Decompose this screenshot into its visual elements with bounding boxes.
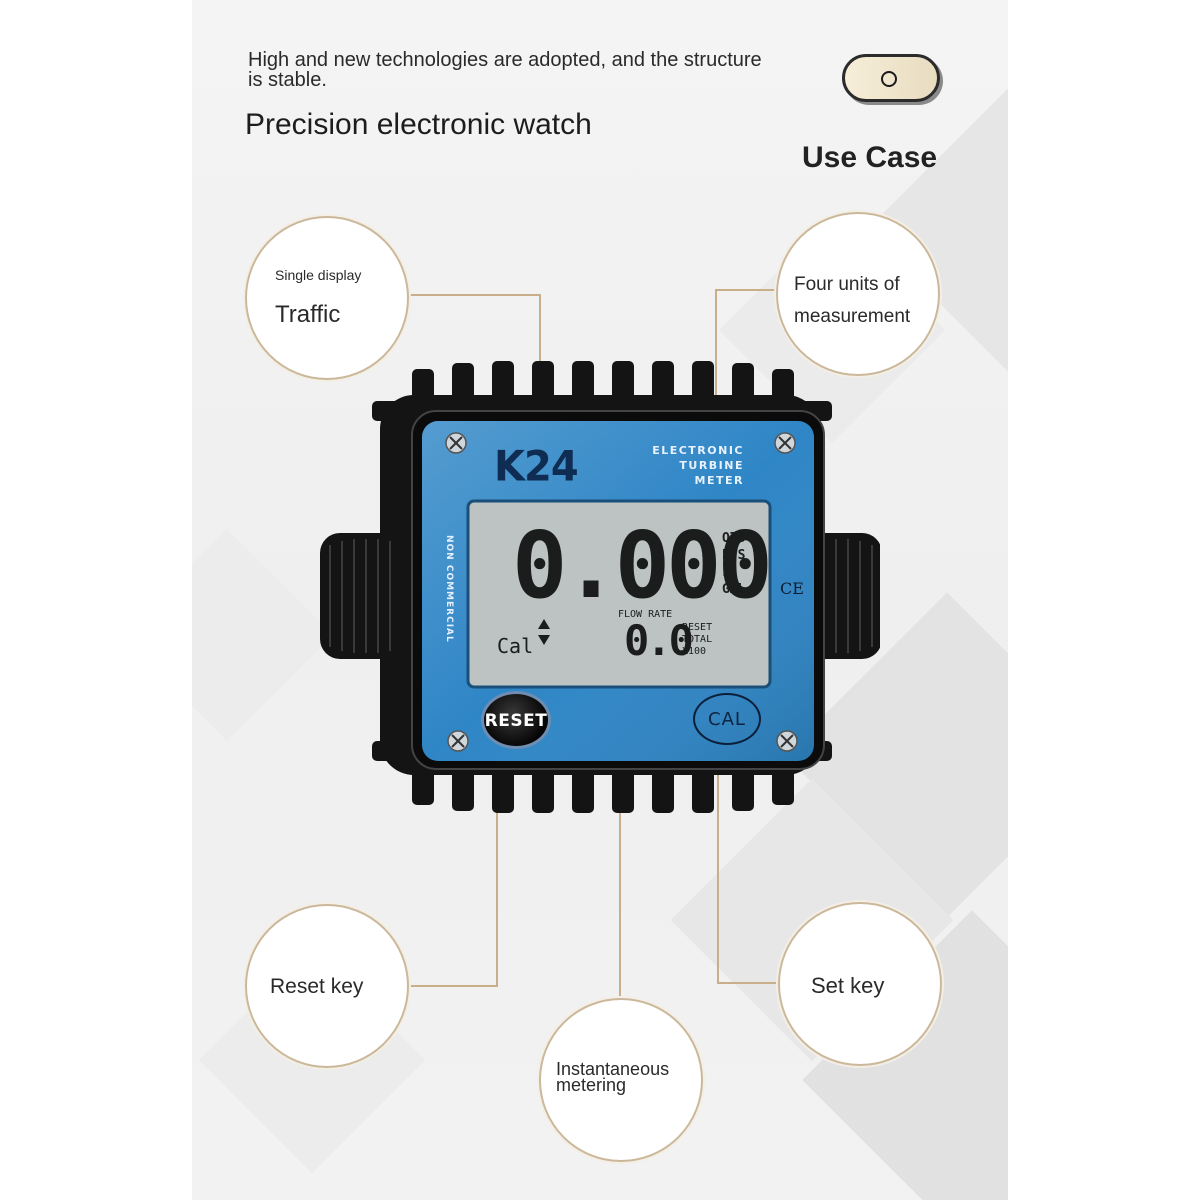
callout-set-key-text: Set key xyxy=(811,973,885,998)
unit-pts: PTS xyxy=(722,548,746,563)
unit-gal: GAL xyxy=(722,582,746,597)
callout-line-set xyxy=(717,738,780,984)
k24-meter-device xyxy=(320,361,880,813)
main-reading: 0.000 xyxy=(512,512,773,619)
cal-button[interactable]: CAL xyxy=(693,693,761,745)
callout-traffic-small: Single display xyxy=(275,267,362,283)
sub-reading: 0.0 xyxy=(624,616,694,665)
intro-text: High and new technologies are adopted, a… xyxy=(248,49,762,91)
brand-line-2: TURBINE xyxy=(679,459,744,472)
sub-label-reset: RESET xyxy=(682,622,713,633)
non-commercial-label: NON COMMERCIAL xyxy=(444,535,454,643)
model-label: K24 xyxy=(494,442,579,492)
unit-qts: QTS xyxy=(722,531,746,546)
use-case-title: Use Case xyxy=(802,141,938,174)
callout-set-key: Set key xyxy=(778,902,942,1066)
unit-l: L xyxy=(722,565,730,580)
callout-units: Four units of measurement xyxy=(776,212,940,376)
headline: Precision electronic watch xyxy=(245,108,592,141)
callout-instantaneous-text: Instantaneous metering xyxy=(556,1059,670,1095)
ce-mark: CE xyxy=(780,579,804,598)
toggle-switch[interactable] xyxy=(842,54,940,102)
callout-traffic-large: Traffic xyxy=(275,301,341,328)
reset-button[interactable]: RESET xyxy=(481,691,551,749)
sub-label-x100: X100 xyxy=(682,646,707,657)
callout-line-reset xyxy=(409,738,498,987)
callout-units-text: Four units of measurement xyxy=(794,274,911,327)
cal-indicator: Cal xyxy=(497,634,534,658)
sub-label-total: TOTAL xyxy=(682,634,713,645)
callout-instantaneous: Instantaneous metering xyxy=(539,998,703,1162)
toggle-knob-icon xyxy=(881,71,897,87)
brand-line-1: ELECTRONIC xyxy=(652,444,744,457)
callout-reset-key-text: Reset key xyxy=(270,975,364,998)
brand-line-3: METER xyxy=(694,474,744,487)
cal-down-arrow-icon xyxy=(538,635,550,645)
cal-up-arrow-icon xyxy=(538,619,550,629)
callout-reset-key: Reset key xyxy=(245,904,409,1068)
callout-traffic: Single display Traffic xyxy=(245,216,409,380)
flow-rate-label: FLOW RATE xyxy=(618,609,673,620)
